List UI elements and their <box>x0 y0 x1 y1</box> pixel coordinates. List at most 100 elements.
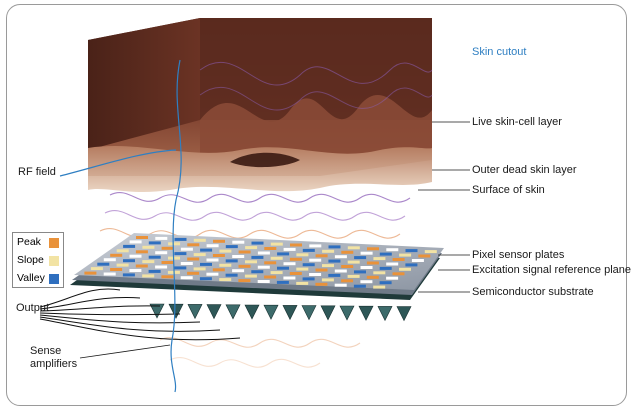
pixel-plate <box>392 258 405 261</box>
pixel-plate <box>347 260 360 264</box>
legend-swatch-peak <box>49 238 59 248</box>
pixel-plate <box>360 280 373 284</box>
pixel-plate <box>122 273 135 277</box>
skin-cutout-title: Skin cutout <box>472 46 527 58</box>
pixel-plate <box>277 252 290 256</box>
pixel-plate <box>232 255 245 258</box>
label-excitation-plane: Excitation signal reference plane <box>472 264 631 276</box>
pixel-plate <box>206 244 219 248</box>
pixel-plate <box>238 279 251 283</box>
pixel-plate <box>84 271 97 275</box>
legend-item-peak: Peak <box>13 235 63 251</box>
pixel-plate <box>341 250 354 254</box>
pixel-plate <box>315 254 328 258</box>
pixel-plate <box>238 250 251 254</box>
pixel-plate <box>302 277 315 281</box>
pixel-plate <box>219 278 232 282</box>
pixel-plate <box>315 282 328 286</box>
pixel-plate <box>399 267 411 271</box>
sense-amplifier-triangle <box>206 304 222 320</box>
pixel-plate <box>129 269 142 272</box>
pixel-plate <box>270 256 283 260</box>
pixel-plate <box>289 272 302 275</box>
leader-lines <box>79 121 470 359</box>
pixel-plate <box>174 237 187 241</box>
sense-amplifier-triangle <box>358 305 374 321</box>
pixel-plate <box>251 241 264 245</box>
pixel-plate <box>206 258 219 262</box>
pixel-plate <box>366 275 379 279</box>
pixel-plate <box>193 267 206 271</box>
label-sense-amplifiers: Sense amplifiers <box>30 345 78 370</box>
pixel-plate <box>219 263 232 267</box>
pixel-plate <box>123 259 135 263</box>
pixel-plate <box>309 244 322 248</box>
pixel-plate <box>232 269 245 273</box>
pixel-plate <box>283 247 296 251</box>
pixel-plate <box>277 266 289 270</box>
pixel-plate <box>386 248 399 252</box>
sense-amplifier-triangle <box>187 304 203 320</box>
pixel-plate <box>257 251 270 255</box>
pixel-plate <box>148 255 161 259</box>
legend-item-valley: Valley <box>13 271 63 287</box>
pixel-plate <box>264 261 277 265</box>
pixel-plate <box>244 274 257 278</box>
pixel-plate <box>97 262 110 266</box>
pixel-plate <box>354 270 366 274</box>
sense-amplifier-triangle <box>396 306 412 322</box>
skin-cutout-block <box>88 18 433 192</box>
pixel-plate <box>136 236 148 239</box>
pixel-plate <box>276 280 289 284</box>
pixel-plate <box>135 250 148 254</box>
pixel-plate <box>257 280 270 283</box>
sense-amplifier-triangle <box>320 305 336 321</box>
pixel-plate <box>174 266 187 270</box>
pixel-plate <box>424 250 437 254</box>
pixel-plate <box>309 258 322 262</box>
pixel-plate <box>116 249 129 253</box>
label-semiconductor-substrate: Semiconductor substrate <box>472 286 594 298</box>
rf-field-waves <box>99 192 411 368</box>
pixel-plate <box>328 245 341 249</box>
pixel-plate <box>411 259 424 262</box>
pixel-plate <box>264 275 277 279</box>
pixel-plate <box>206 272 219 276</box>
pixel-plate <box>341 265 354 268</box>
output-wires <box>39 288 241 341</box>
pixel-plate <box>212 268 225 272</box>
pixel-plate <box>199 277 212 281</box>
pixel-plate <box>257 265 270 269</box>
pixel-plate <box>328 259 341 263</box>
pixel-plate <box>399 253 412 257</box>
pixel-plate <box>142 274 155 278</box>
pixel-plate <box>379 281 392 285</box>
pixel-plate <box>283 276 296 280</box>
pixel-plate <box>405 249 418 253</box>
sense-amplifier-triangle <box>377 306 393 322</box>
pixel-plate <box>155 265 168 269</box>
label-surface-of-skin: Surface of skin <box>472 184 545 196</box>
pixel-plate <box>161 261 174 264</box>
pixel-plate <box>103 272 116 276</box>
pixel-plate <box>270 271 283 275</box>
pixel-plate <box>386 262 399 266</box>
pixel-plate <box>187 257 200 261</box>
pixel-plate <box>180 247 193 251</box>
figure-frame <box>6 4 627 406</box>
pixel-plate <box>161 275 174 279</box>
pixel-plate <box>174 252 187 256</box>
label-outer-dead-skin: Outer dead skin layer <box>472 164 577 176</box>
pixel-plate <box>142 245 155 249</box>
pixel-plate <box>135 264 148 268</box>
pixel-plate <box>283 262 296 266</box>
pixel-plate <box>289 257 302 261</box>
legend-swatch-valley <box>49 274 59 284</box>
pixel-plate <box>90 267 103 271</box>
sense-amplifier-triangle <box>301 305 317 321</box>
pixel-plate <box>341 279 354 283</box>
pixel-plate <box>379 266 392 270</box>
sense-amplifier-triangle <box>339 305 355 321</box>
legend-item-slope: Slope <box>13 253 63 269</box>
pixel-plate <box>180 276 193 280</box>
